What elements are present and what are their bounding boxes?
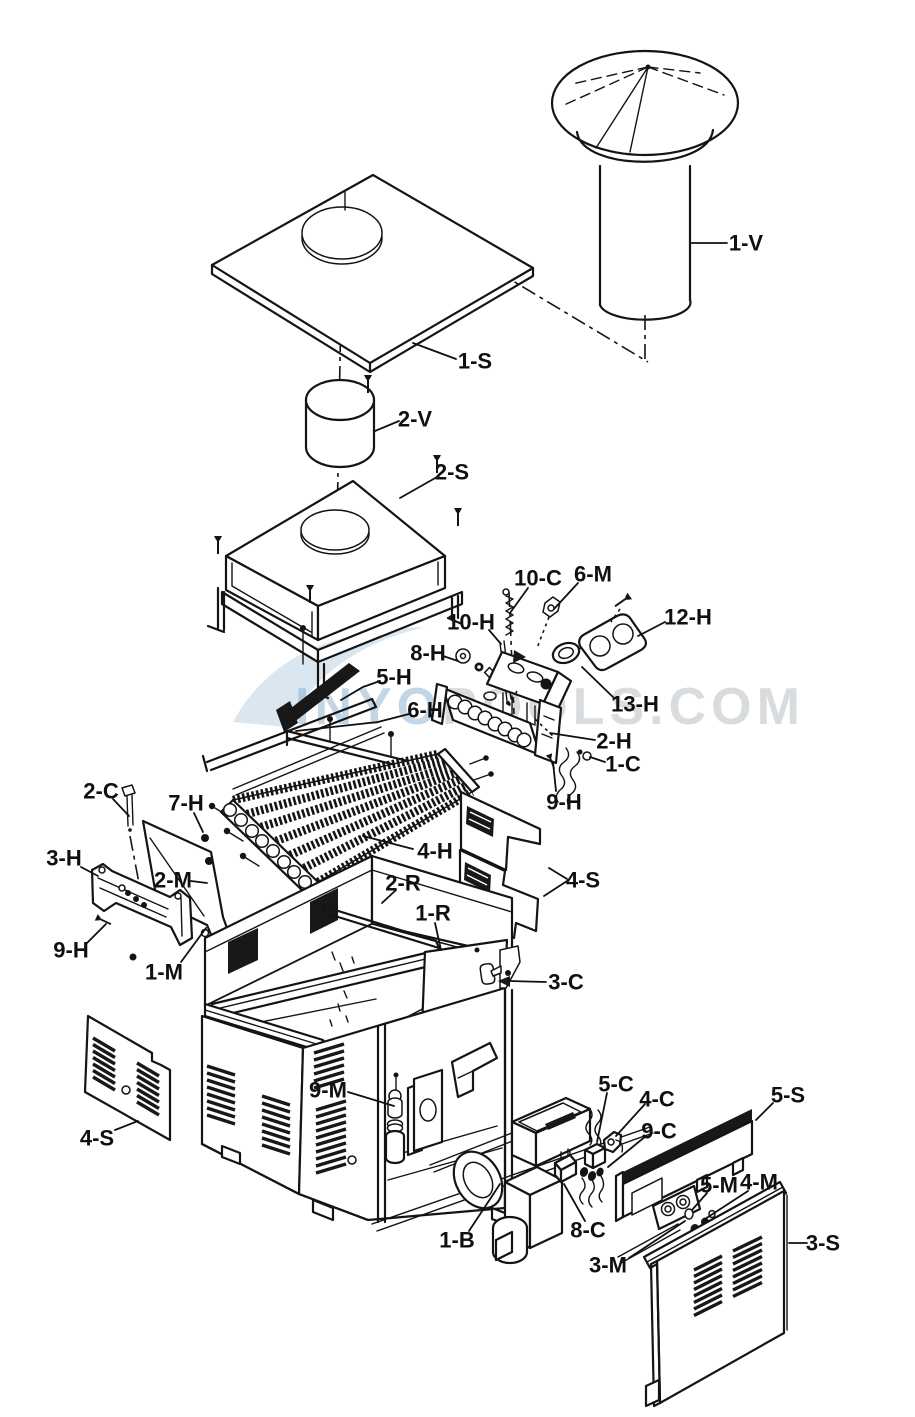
callout-leader-3-C: [508, 980, 547, 983]
callout-label-4-H: 4-H: [417, 839, 452, 864]
callout-label-3-M: 3-M: [589, 1253, 627, 1278]
callout-label-1-V: 1-V: [729, 231, 764, 256]
callout-label-9-H: 9-H: [53, 938, 88, 963]
rail-parts: [201, 625, 454, 796]
callout-label-1-M: 1-M: [145, 960, 183, 985]
callout-leader-9-H: [86, 923, 107, 944]
callout-label-3-S: 3-S: [806, 1231, 840, 1256]
callout-label-2-V: 2-V: [398, 407, 433, 432]
callout-leader-2-M: [190, 880, 208, 884]
callout-leader-6-M: [553, 582, 579, 610]
callout-label-1-B: 1-B: [439, 1228, 474, 1253]
front-door-part: [642, 1180, 788, 1408]
callout-label-2-C: 2-C: [83, 779, 119, 804]
callout-leader-1-C: [589, 756, 606, 763]
top-panel-part: [210, 173, 535, 374]
callout-leader-4-M: [704, 1190, 749, 1220]
callout-label-12-H: 12-H: [664, 605, 712, 630]
callout-leader-2-S: [399, 476, 438, 499]
callout-label-4-C: 4-C: [639, 1087, 675, 1112]
vent-cylinder-part: [304, 374, 376, 469]
callout-leader-1-M: [180, 927, 207, 963]
callout-leader-2-C: [112, 798, 130, 817]
callout-leader-4-H: [362, 835, 414, 850]
callout-label-6-H: 6-H: [407, 698, 442, 723]
callout-label-4-S: 4-S: [566, 868, 600, 893]
heat-exchanger-part: [208, 747, 494, 896]
callout-label-2-R: 2-R: [385, 871, 421, 896]
callout-leader-7-H: [193, 812, 204, 833]
hood-part: [206, 454, 464, 700]
callout-label-6-M: 6-M: [574, 562, 612, 587]
callout-leader-13-H: [581, 666, 615, 699]
callout-leader-3-H: [80, 866, 99, 877]
callout-leader-12-H: [637, 621, 666, 637]
clip-3c: [479, 962, 510, 987]
callout-label-8-H: 8-H: [410, 641, 445, 666]
callout-label-9-H: 9-H: [546, 790, 581, 815]
access-panel-part: [83, 1014, 172, 1142]
callout-label-3-H: 3-H: [46, 846, 81, 871]
callout-leader-9-H: [552, 761, 557, 792]
callout-leader-5-H: [340, 680, 381, 701]
callout-label-5-S: 5-S: [771, 1083, 805, 1108]
callout-label-13-H: 13-H: [611, 692, 659, 717]
callout-leader-8-C: [563, 1183, 586, 1222]
callout-label-1-C: 1-C: [605, 752, 641, 777]
callout-leader-5-M: [691, 1192, 708, 1211]
left-bracket-assembly: [90, 784, 230, 961]
callout-label-7-H: 7-H: [168, 791, 203, 816]
control-parts: [510, 1096, 624, 1208]
callout-label-1-S: 1-S: [458, 349, 492, 374]
callout-leader-1-S: [412, 342, 457, 360]
vent-cap-part: [550, 49, 740, 321]
callout-label-9-M: 9-M: [309, 1078, 347, 1103]
callout-leader-3-M: [628, 1220, 686, 1259]
callout-leader-4-S: [543, 880, 568, 897]
callout-label-10-C: 10-C: [514, 566, 562, 591]
callout-leader-6-H: [295, 713, 410, 732]
callout-label-5-M: 5-M: [700, 1173, 738, 1198]
callout-label-8-C: 8-C: [570, 1218, 606, 1243]
callout-leader-9-C: [607, 1135, 647, 1168]
gas-valve-part: [452, 1141, 572, 1265]
callout-label-2-S: 2-S: [435, 460, 469, 485]
callout-leader-4-C: [615, 1103, 646, 1137]
callout-leader-1-B: [468, 1183, 501, 1232]
callout-leader-9-M: [347, 1091, 395, 1107]
callout-leader-10-C: [509, 587, 529, 614]
control-panel-part: [614, 1109, 754, 1264]
watermark-swoosh: [233, 627, 425, 727]
callout-leader-4-S: [548, 867, 568, 880]
callout-leader-8-H: [442, 655, 459, 662]
callout-label-2-M: 2-M: [154, 868, 192, 893]
callout-label-5-H: 5-H: [376, 665, 411, 690]
burner-manifold-assembly: [430, 588, 648, 807]
callout-label-5-C: 5-C: [598, 1072, 634, 1097]
cabinet-body: [200, 854, 654, 1232]
callout-label-4-M: 4-M: [740, 1170, 778, 1195]
callout-leader-5-C: [596, 1092, 608, 1143]
callout-leader-2-V: [374, 420, 400, 432]
callout-leader-4-S: [114, 1120, 139, 1131]
callout-leader-2-R: [381, 889, 397, 904]
part-callouts: 1-V 1-S 2-V 2-S 10-C 6-M 10-H 12-H 13-H 2-H1-C 9-H…: [46, 231, 840, 1278]
callout-label-9-C: 9-C: [641, 1119, 677, 1144]
callout-label-3-C: 3-C: [548, 970, 584, 995]
callout-label-2-H: 2-H: [596, 729, 631, 754]
callout-leader-5-S: [755, 1102, 774, 1121]
watermark-com: .COM: [649, 678, 805, 736]
callout-leader-2-H: [549, 732, 596, 741]
callout-leader-1-R: [434, 922, 442, 951]
callout-leader-10-H: [488, 629, 502, 645]
callout-label-10-H: 10-H: [447, 610, 495, 635]
callout-label-1-R: 1-R: [415, 901, 451, 926]
callout-label-4-S: 4-S: [80, 1126, 114, 1151]
pilot-assembly-9m: [384, 1068, 444, 1165]
